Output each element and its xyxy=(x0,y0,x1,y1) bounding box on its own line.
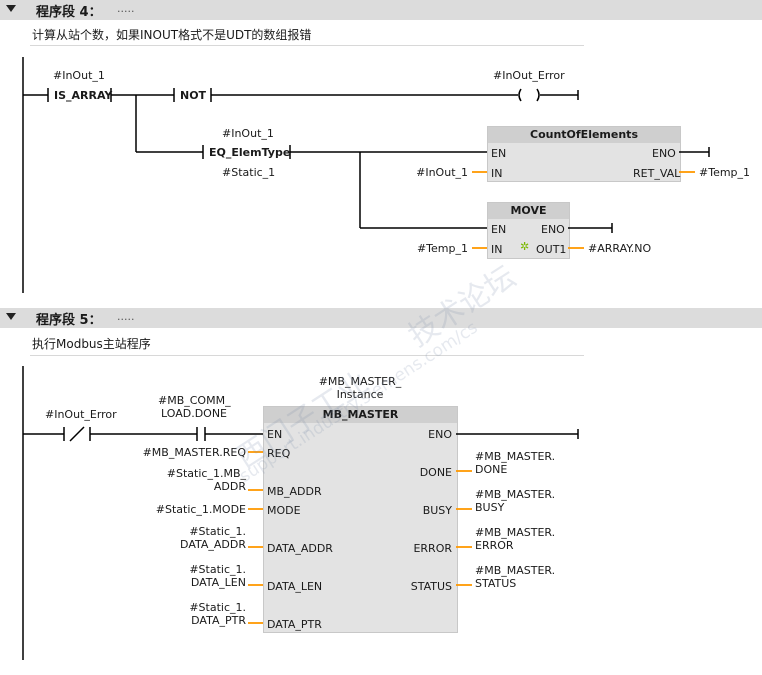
data-len-operand[interactable]: #Static_1. DATA_LEN xyxy=(120,563,246,589)
operand-line: #Static_1.MB_ xyxy=(166,467,246,480)
mb-master-busy-pin: BUSY xyxy=(422,504,452,517)
error-operand[interactable]: #MB_MASTER. ERROR xyxy=(475,526,555,552)
mb-master-done-pin: DONE xyxy=(419,466,452,479)
operand-line: #MB_MASTER. xyxy=(475,564,556,577)
operand-line: #Static_1. xyxy=(189,563,246,576)
mb-master-data-len-pin: DATA_LEN xyxy=(267,580,323,593)
is-array-contact[interactable]: IS_ARRAY xyxy=(54,89,113,102)
network-5-header[interactable]: 程序段 5： ..... xyxy=(0,308,762,328)
countofelements-en-pin: EN xyxy=(491,147,507,160)
operand-line: #MB_COMM_ xyxy=(158,394,231,407)
move-in-pin: IN xyxy=(491,243,503,256)
operand-line: ADDR xyxy=(213,480,246,493)
network-4-comment[interactable]: 计算从站个数，如果INOUT格式不是UDT的数组报错 xyxy=(32,28,312,42)
operand-line: STATUS xyxy=(475,577,517,590)
move-out1-pin: OUT1 xyxy=(536,243,567,256)
collapse-triangle-icon[interactable] xyxy=(6,313,16,320)
mb-master-en-pin: EN xyxy=(267,428,283,441)
move-out-operand[interactable]: #ARRAY.NO xyxy=(588,242,652,255)
comment-divider xyxy=(30,45,584,46)
move-en-pin: EN xyxy=(491,223,507,236)
req-operand[interactable]: #MB_MASTER.REQ xyxy=(142,446,246,459)
mb-master-status-pin: STATUS xyxy=(410,580,452,593)
mb-master-req-pin: REQ xyxy=(267,447,291,460)
status-operand[interactable]: #MB_MASTER. STATUS xyxy=(475,564,555,590)
inout-error-contact-operand[interactable]: #InOut_Error xyxy=(45,408,117,421)
countofelements-block-title: CountOfElements xyxy=(488,127,680,143)
operand-line: #Static_1. xyxy=(189,601,246,614)
mb-master-data-ptr-pin: DATA_PTR xyxy=(267,618,322,631)
mb-master-block-title: MB_MASTER xyxy=(264,407,457,423)
mb-master-instance[interactable]: #MB_MASTER_ Instance xyxy=(318,375,402,401)
comment-divider xyxy=(30,355,584,356)
countofelements-in-operand[interactable]: #InOut_1 xyxy=(416,166,468,179)
mb-master-mode-pin: MODE xyxy=(267,504,301,517)
operand-line: ERROR xyxy=(475,539,514,552)
network-4-title: 程序段 4： xyxy=(36,5,102,20)
instance-line: Instance xyxy=(336,388,384,401)
mode-operand[interactable]: #Static_1.MODE xyxy=(155,503,246,516)
is-array-operand[interactable]: #InOut_1 xyxy=(53,69,105,82)
move-in-operand[interactable]: #Temp_1 xyxy=(416,242,468,255)
countofelements-eno-pin: ENO xyxy=(652,147,676,160)
countofelements-block[interactable]: CountOfElements xyxy=(487,126,681,182)
eq-elemtype-instruction[interactable]: EQ_ElemType xyxy=(209,146,291,159)
collapse-triangle-icon[interactable] xyxy=(6,5,16,12)
operand-line: #MB_MASTER. xyxy=(475,488,556,501)
network-5-title-placeholder[interactable]: ..... xyxy=(117,310,135,323)
mb-master-data-addr-pin: DATA_ADDR xyxy=(267,542,333,555)
operand-line: DATA_LEN xyxy=(190,576,246,589)
mb-master-error-pin: ERROR xyxy=(413,542,452,555)
network-4-title-placeholder[interactable]: ..... xyxy=(117,2,135,15)
data-addr-operand[interactable]: #Static_1. DATA_ADDR xyxy=(120,525,246,551)
eq-elemtype-operand-bottom[interactable]: #Static_1 xyxy=(222,166,276,179)
operand-line: DATA_ADDR xyxy=(180,538,246,551)
operand-line: #MB_MASTER. xyxy=(475,526,556,539)
move-block[interactable]: MOVE xyxy=(487,202,570,259)
coil-operand[interactable]: #InOut_Error xyxy=(493,69,565,82)
operand-line: DATA_PTR xyxy=(191,614,246,627)
operand-line: DONE xyxy=(475,463,508,476)
network-5-comment[interactable]: 执行Modbus主站程序 xyxy=(32,337,151,351)
mb-comm-load-done-operand[interactable]: #MB_COMM_ LOAD.DONE xyxy=(158,394,231,420)
mb-master-eno-pin: ENO xyxy=(428,428,452,441)
network-5-title: 程序段 5： xyxy=(36,313,102,328)
countofelements-retval-operand[interactable]: #Temp_1 xyxy=(699,166,751,179)
operand-line: BUSY xyxy=(475,501,505,514)
mb-addr-operand[interactable]: #Static_1.MB_ ADDR xyxy=(120,467,246,493)
mb-master-block[interactable]: MB_MASTER xyxy=(263,406,458,633)
mb-master-mb-addr-pin: MB_ADDR xyxy=(267,485,322,498)
data-ptr-operand[interactable]: #Static_1. DATA_PTR xyxy=(120,601,246,627)
operand-line: #Static_1. xyxy=(189,525,246,538)
eq-elemtype-operand-top[interactable]: #InOut_1 xyxy=(222,127,274,140)
operand-line: #MB_MASTER. xyxy=(475,450,556,463)
countofelements-in-pin: IN xyxy=(491,167,503,180)
operand-line: LOAD.DONE xyxy=(161,407,227,420)
network-4-header[interactable]: 程序段 4： ..... xyxy=(0,0,762,20)
countofelements-retval-pin: RET_VAL xyxy=(633,167,681,180)
not-contact[interactable]: NOT xyxy=(180,89,207,102)
busy-operand[interactable]: #MB_MASTER. BUSY xyxy=(475,488,555,514)
move-eno-pin: ENO xyxy=(541,223,565,236)
move-block-title: MOVE xyxy=(488,203,569,219)
move-expand-icon[interactable]: ✲ xyxy=(520,240,530,253)
done-operand[interactable]: #MB_MASTER. DONE xyxy=(475,450,555,476)
instance-line: #MB_MASTER_ xyxy=(318,375,402,388)
